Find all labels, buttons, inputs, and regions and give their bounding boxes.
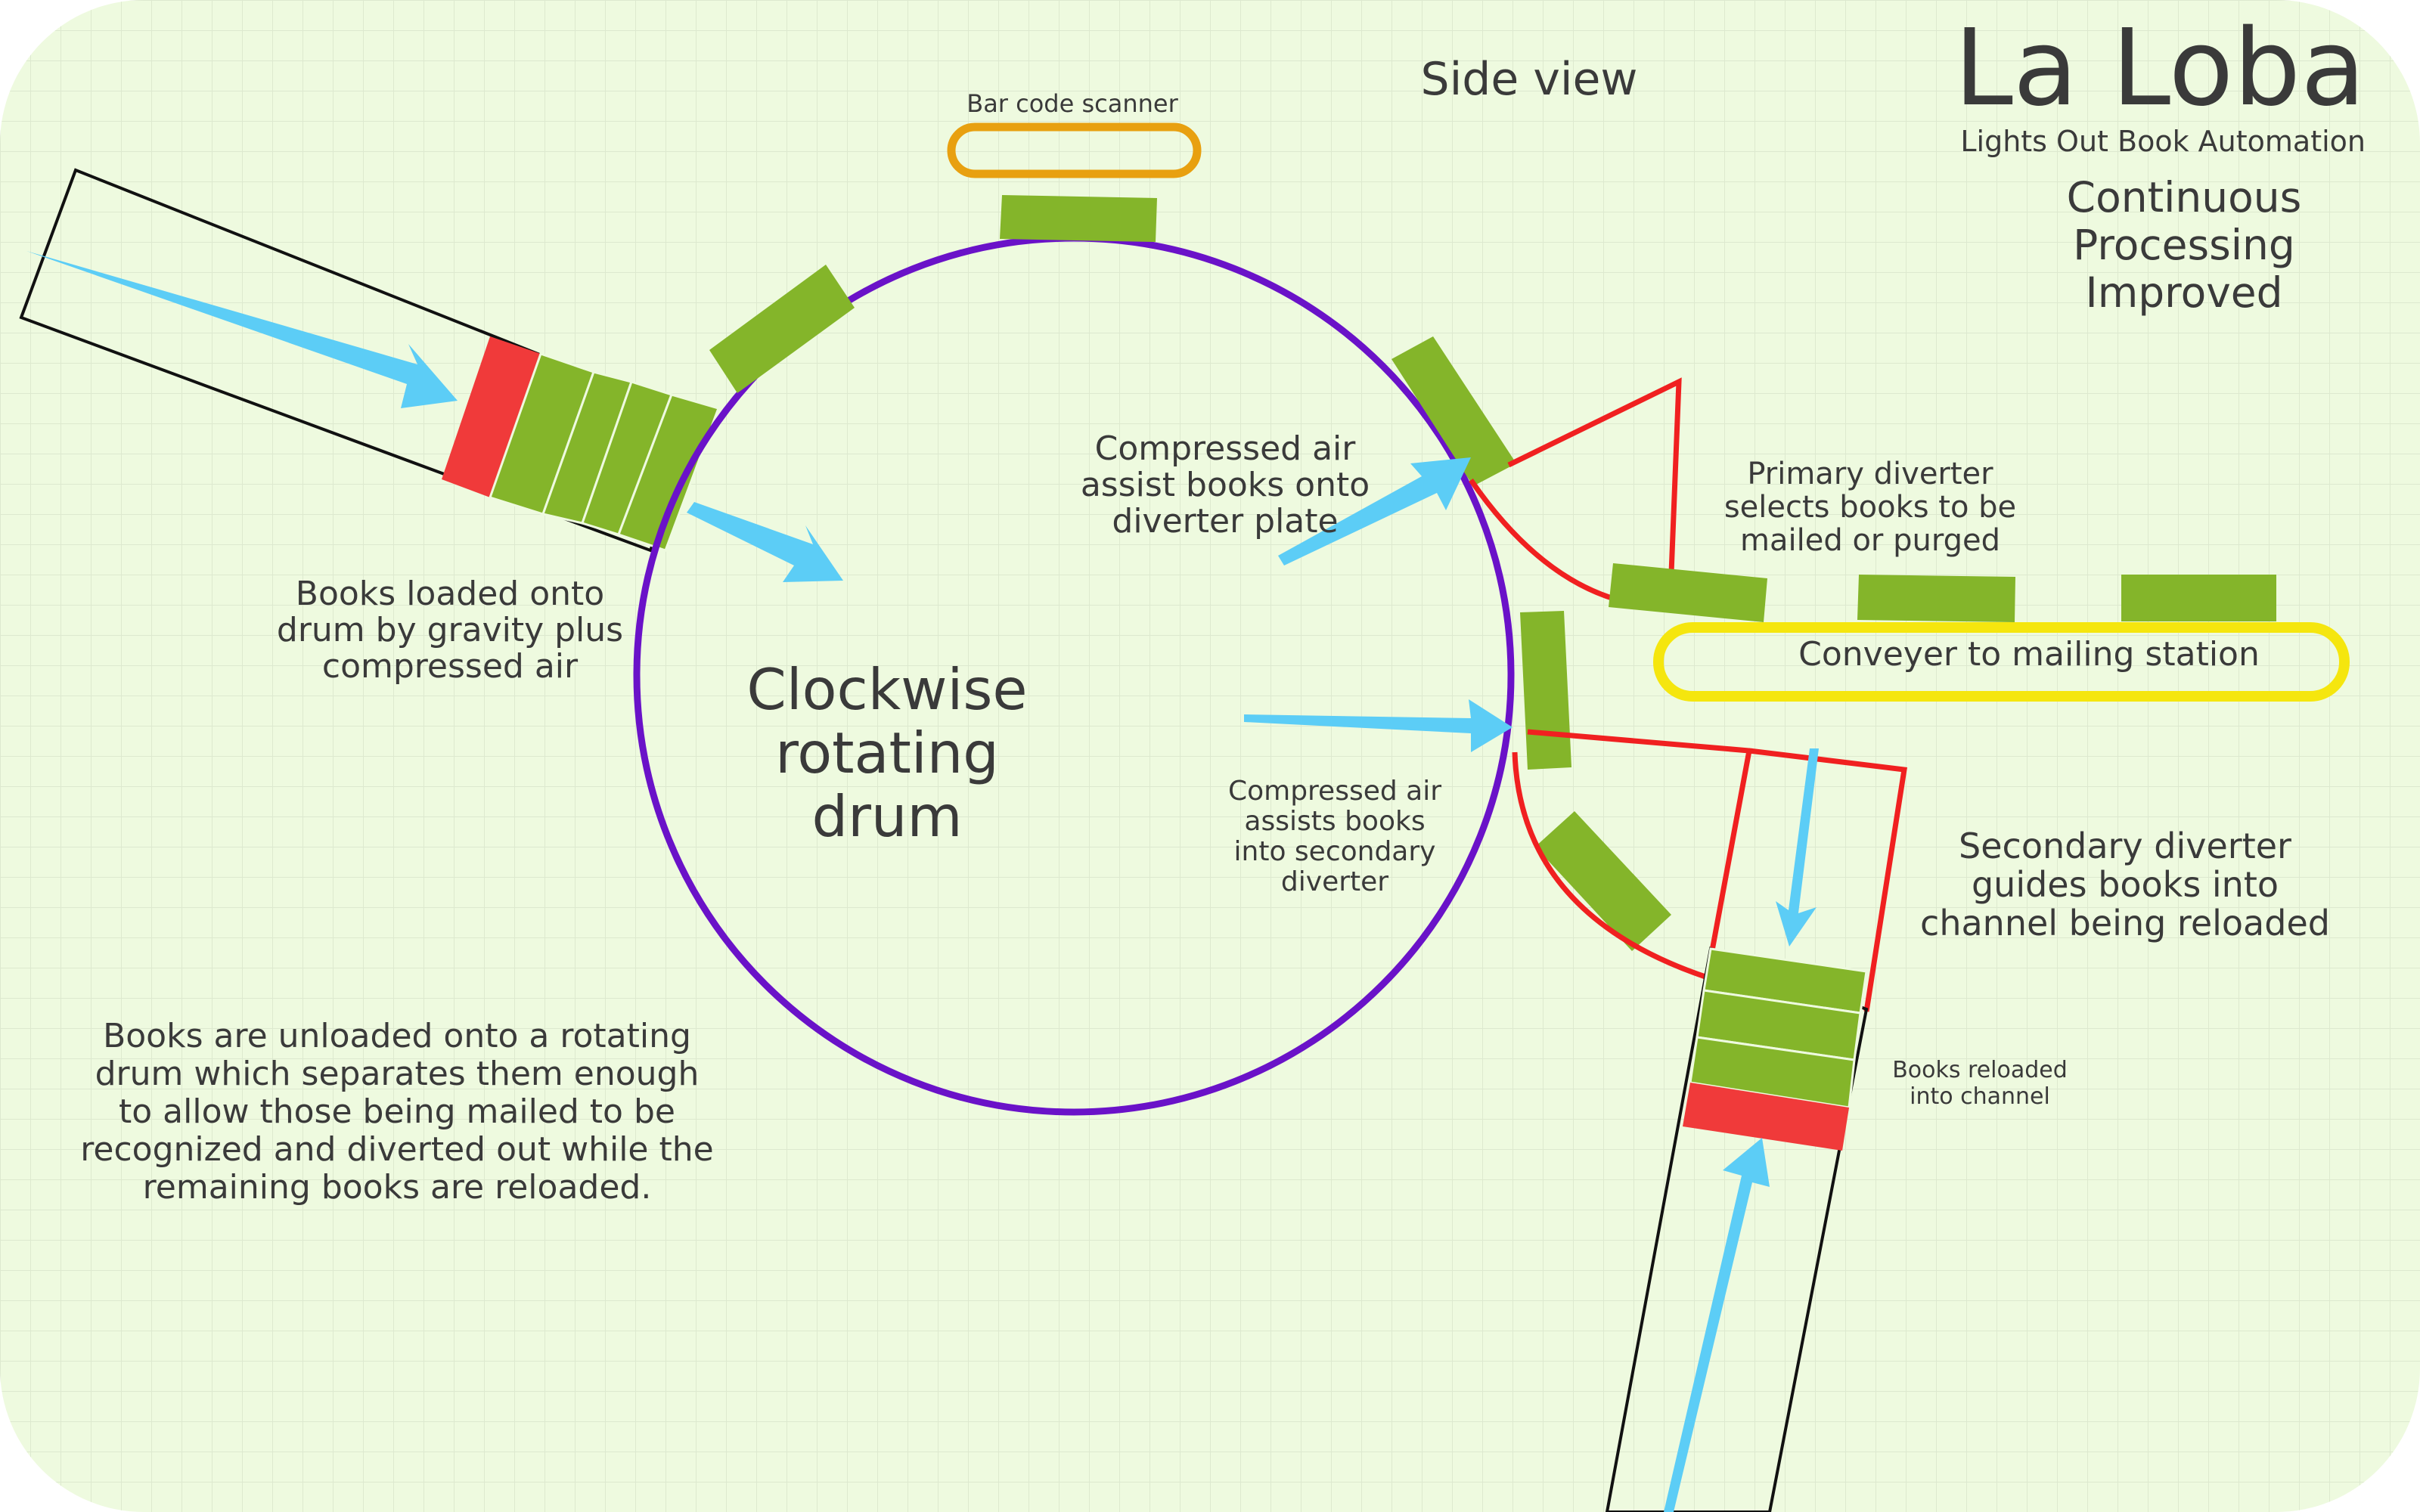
subtitle-line-1: Continuous (2067, 173, 2302, 222)
arrow-air-secondary-icon (1244, 699, 1512, 752)
scanner-label: Bar code scanner (966, 89, 1178, 118)
reloaded-label-line-2: into channel (1910, 1083, 2050, 1110)
conveyor-label: Conveyer to mailing station (1798, 635, 2260, 674)
drum-label-line-2: rotating (775, 720, 999, 786)
brand-name: La Loba (1954, 7, 2366, 130)
drum-book-top (1000, 195, 1157, 242)
secondary-diverter-label-line-3: channel being reloaded (1920, 903, 2330, 943)
drum-label-line-3: drum (811, 783, 962, 850)
loading-channel (19, 168, 706, 553)
secondary-diverter-label-line-1: Secondary diverter (1959, 826, 2291, 866)
summary-line-1: Books are unloaded onto a rotating (103, 1017, 691, 1055)
air-primary-label-line-3: diverter plate (1112, 502, 1338, 541)
loading-label-line-1: Books loaded onto (296, 575, 604, 613)
brand-tagline: Lights Out Book Automation (1960, 125, 2366, 158)
loading-marker-book (442, 336, 541, 497)
summary-line-4: recognized and diverted out while the (80, 1130, 713, 1169)
air-primary-label-line-1: Compressed air (1095, 429, 1357, 468)
primary-diverter-label-line-1: Primary diverter (1747, 457, 1993, 491)
air-primary-label-line-2: assist books onto (1081, 466, 1370, 504)
summary-line-3: to allow those being mailed to be (119, 1092, 675, 1131)
secondary-diverter (1512, 729, 1908, 1012)
drum-book-right (1520, 611, 1571, 770)
loading-book-4 (617, 393, 720, 552)
primary-diverter-label-line-2: selects books to be (1724, 490, 2016, 525)
loading-label-line-3: compressed air (322, 647, 579, 686)
air-secondary-label-line-4: diverter (1281, 866, 1388, 897)
air-secondary-label-line-2: assists books (1244, 806, 1425, 837)
reload-marker-book (1683, 1083, 1849, 1151)
arrow-onto-drum-icon (687, 502, 843, 582)
conveyor-book-1 (1609, 563, 1767, 622)
subtitle-line-3: Improved (2085, 268, 2282, 317)
conveyor-book-2 (1857, 575, 2015, 622)
air-secondary-label-line-3: into secondary (1234, 836, 1436, 867)
conveyor-book-3 (2121, 575, 2276, 621)
arrow-air-primary-icon (1278, 457, 1471, 565)
reloaded-label-line-1: Books reloaded (1892, 1057, 2068, 1083)
drum-book-upper-left (709, 265, 855, 393)
drum-label-line-1: Clockwise (746, 656, 1027, 723)
arrow-into-reload-icon (1776, 748, 1819, 947)
loading-label-line-2: drum by gravity plus (277, 611, 623, 649)
drum-book-lower-right (1535, 811, 1671, 951)
subtitle-line-2: Processing (2073, 221, 2295, 269)
view-label: Side view (1421, 53, 1638, 106)
summary-line-2: drum which separates them enough (95, 1055, 700, 1093)
conveyor-outline (1653, 622, 2350, 702)
arrow-loading-channel-icon (26, 251, 458, 408)
summary-line-5: remaining books are reloaded. (143, 1168, 652, 1207)
secondary-diverter-label-line-2: guides books into (1972, 864, 2279, 905)
air-secondary-label-line-1: Compressed air (1228, 776, 1441, 807)
primary-diverter-label-line-3: mailed or purged (1740, 523, 2000, 558)
arrow-reload-up-icon (1664, 1138, 1770, 1512)
drum-book-right-upper (1392, 336, 1516, 486)
scanner-outline (947, 122, 1202, 178)
